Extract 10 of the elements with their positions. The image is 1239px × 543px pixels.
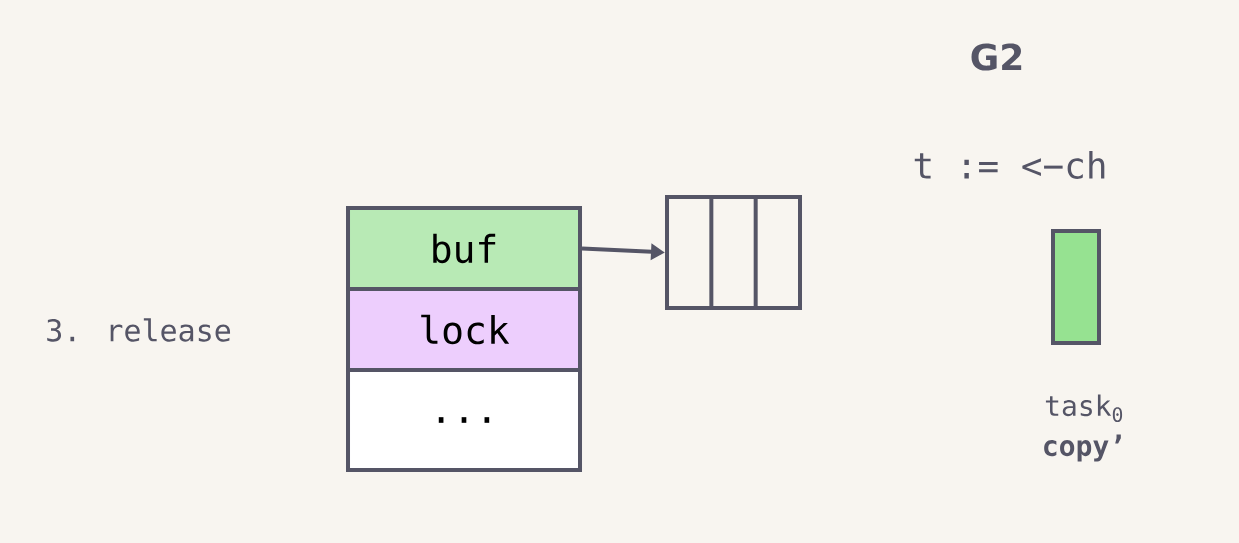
- title: G2: [971, 43, 1022, 71]
- buffer-box: [665, 195, 802, 310]
- field-cell: buf: [346, 206, 582, 291]
- field-cell: ...: [346, 368, 582, 472]
- code-label: 3. release: [47, 318, 231, 342]
- code-label: t := <−ch: [914, 151, 1105, 179]
- bar-caption: copy’: [1044, 434, 1121, 462]
- task-bar: [1051, 229, 1101, 345]
- bar-caption: task$_{0}$: [1045, 394, 1123, 423]
- field-cell: lock: [346, 287, 582, 372]
